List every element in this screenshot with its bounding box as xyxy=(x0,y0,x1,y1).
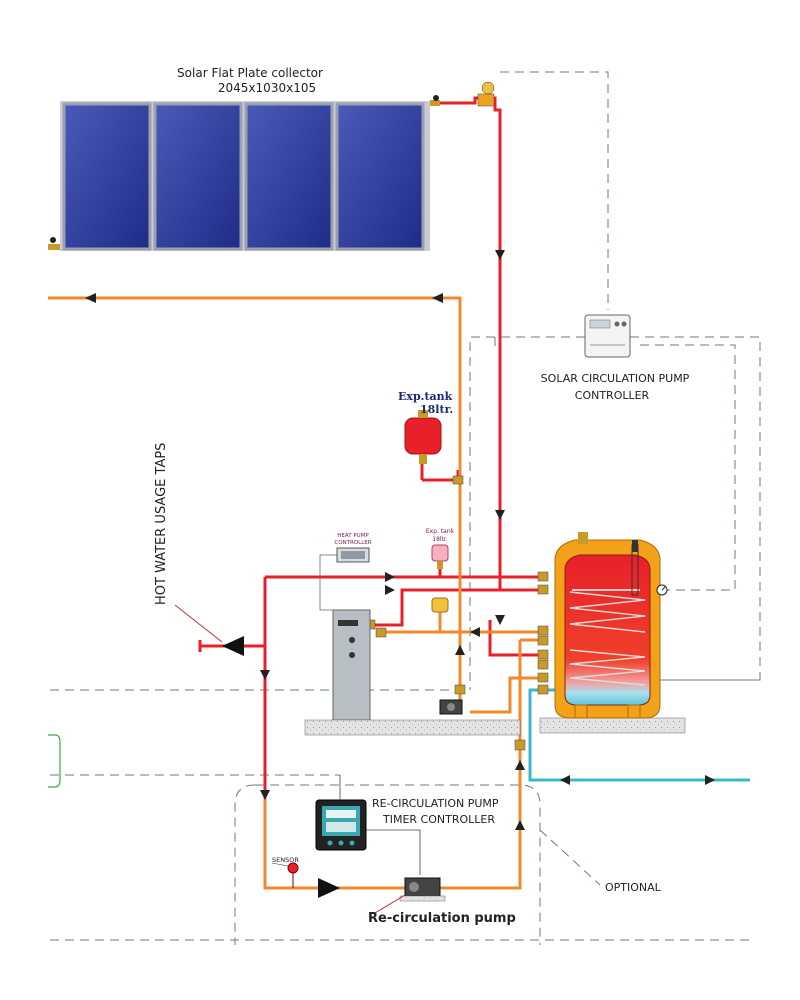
exp-tank-small-label: Exp. tank xyxy=(426,528,455,535)
hot-pipes xyxy=(200,95,548,790)
solar-controller-label-1: SOLAR CIRCULATION PUMP xyxy=(541,372,690,385)
exp-tank-main-size: 18ltr. xyxy=(420,403,453,416)
recirc-arrow xyxy=(318,878,340,898)
control-wiring xyxy=(50,71,761,945)
solar-pump xyxy=(439,699,463,715)
solar-panel-4 xyxy=(335,102,425,251)
exp-tank-mid xyxy=(431,597,449,613)
exp-tank-small xyxy=(431,544,449,569)
collector-title: Solar Flat Plate collector xyxy=(177,66,323,80)
recirc-pump-unit xyxy=(374,877,446,914)
taps-pointer xyxy=(174,604,223,643)
hot-water-tap xyxy=(198,640,212,652)
sensor-label: SENSOR xyxy=(272,856,299,864)
recirc-timer-controller xyxy=(315,775,421,875)
recirc-pump-label: Re-circulation pump xyxy=(368,911,516,926)
solar-collector-array xyxy=(48,95,440,251)
heat-pump-controller-label-1: HEAT PUMP xyxy=(337,533,369,539)
base-right xyxy=(539,717,686,734)
exp-tank-main-label: Exp.tank xyxy=(398,390,453,403)
solar-panel-1 xyxy=(62,102,152,251)
flow-arrows xyxy=(85,250,715,898)
storage-tank xyxy=(554,532,668,719)
air-vent-top xyxy=(481,81,495,95)
solar-controller-label-2: CONTROLLER xyxy=(575,389,650,402)
base-left xyxy=(304,719,521,736)
temperature-sensor xyxy=(271,862,299,888)
exp-tank-main xyxy=(404,410,442,464)
solar-controller-unit xyxy=(584,314,631,358)
solar-panel-2 xyxy=(153,102,243,251)
valves xyxy=(364,93,549,751)
tap-arrow xyxy=(222,636,244,656)
collector-dims: 2045x1030x105 xyxy=(218,81,316,95)
heat-pump-controller xyxy=(319,547,370,611)
recirc-controller-label-2: TIMER CONTROLLER xyxy=(382,813,495,826)
heat-pump-unit xyxy=(332,609,371,721)
green-bracket xyxy=(48,734,61,788)
exp-tank-small-size: 18ltr. xyxy=(432,536,448,543)
heat-pump-controller-label-2: CONTROLLER xyxy=(334,540,371,546)
solar-panel-3 xyxy=(244,102,334,251)
warm-pipes xyxy=(48,296,548,890)
hot-water-taps-label: HOT WATER USAGE TAPS xyxy=(154,443,169,605)
recirc-controller-label-1: RE-CIRCULATION PUMP xyxy=(372,797,499,810)
optional-label: OPTIONAL xyxy=(605,881,662,894)
